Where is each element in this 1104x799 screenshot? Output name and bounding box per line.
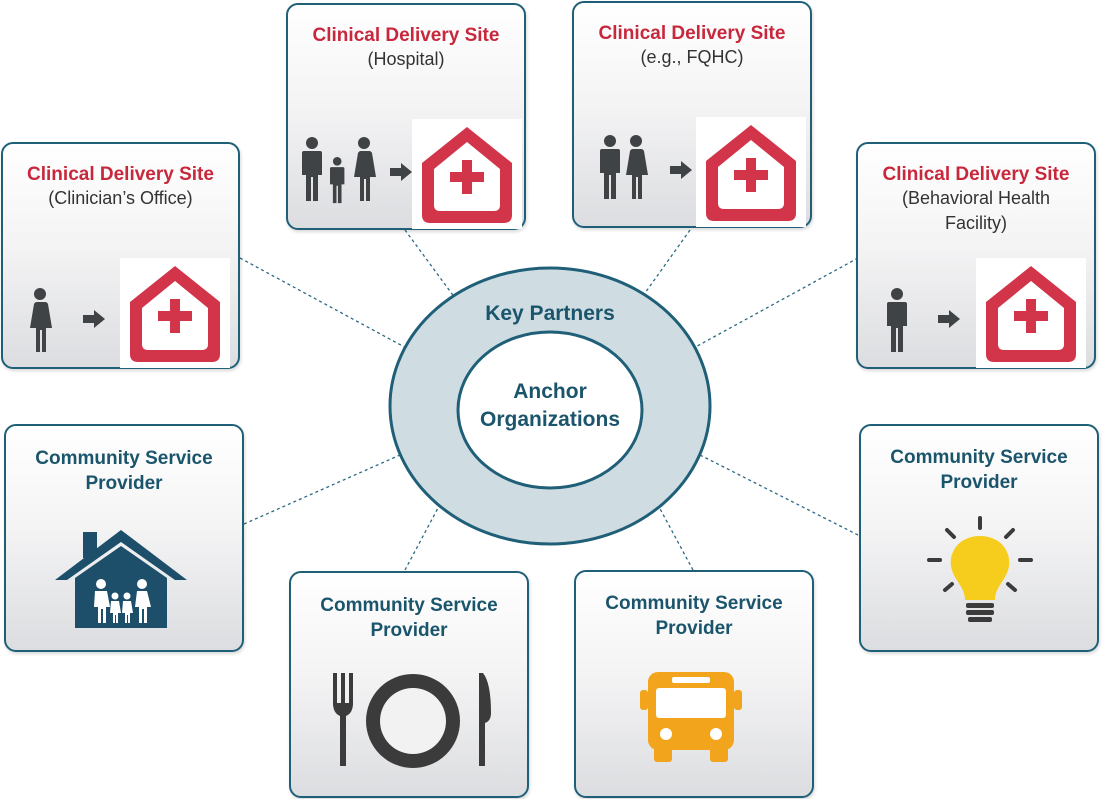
clinical-site-card-clinicians-office: Clinical Delivery Site (Clinician’s Offi… — [1, 142, 240, 369]
card-title-line1: Community Service — [890, 447, 1068, 468]
lightbulb-icon — [927, 516, 1033, 622]
anchor-label-line2: Organizations — [479, 408, 621, 431]
card-title: Clinical Delivery Site — [598, 23, 786, 44]
card-title-line2: Provider — [85, 473, 163, 494]
card-title-line2: Provider — [370, 620, 448, 641]
connector-line — [239, 257, 411, 351]
key-partners-ring — [388, 266, 712, 546]
connector-line — [657, 504, 694, 571]
card-subtitle: (Behavioral Health Facility) — [858, 186, 1094, 236]
community-provider-card-lightbulb: Community Service Provider — [859, 424, 1099, 652]
card-title: Community Service Provider — [291, 593, 527, 643]
person-arrow-hospital-icon — [30, 258, 230, 368]
anchor-organizations-label: Anchor Organizations — [460, 378, 640, 434]
card-title-line1: Community Service — [605, 593, 783, 614]
card-subtitle-line2: Facility) — [945, 213, 1007, 233]
person-arrow-hospital-icon — [887, 258, 1086, 368]
clinical-site-card-fqhc: Clinical Delivery Site (e.g., FQHC) — [572, 1, 812, 228]
connector-line — [639, 229, 691, 301]
family-arrow-hospital-icon — [302, 119, 522, 229]
community-provider-card-housing: Community Service Provider — [4, 424, 244, 652]
card-title: Community Service Provider — [576, 591, 812, 641]
card-title-line1: Community Service — [320, 595, 498, 616]
card-subtitle: (Clinician’s Office) — [48, 188, 193, 208]
card-title-line1: Community Service — [35, 448, 213, 469]
card-title-line2: Provider — [655, 618, 733, 639]
connector-line — [699, 454, 859, 536]
card-title: Community Service Provider — [861, 445, 1097, 495]
community-provider-card-transportation: Community Service Provider — [574, 570, 814, 798]
connector-line — [404, 229, 456, 299]
community-provider-card-food: Community Service Provider — [289, 571, 529, 798]
fork-plate-knife-icon — [333, 673, 491, 768]
card-title-line2: Provider — [940, 472, 1018, 493]
card-title: Clinical Delivery Site — [312, 25, 500, 46]
card-title: Clinical Delivery Site — [27, 164, 214, 185]
anchor-organizations-ellipse — [456, 330, 644, 490]
connector-line — [243, 454, 401, 525]
clinical-site-card-hospital: Clinical Delivery Site (Hospital) — [286, 3, 526, 230]
key-partners-label: Key Partners — [485, 302, 615, 325]
card-subtitle-line1: (Behavioral Health — [901, 188, 1051, 208]
bus-icon — [640, 672, 742, 762]
card-subtitle: (e.g., FQHC) — [640, 47, 744, 67]
connector-line — [689, 257, 859, 351]
card-subtitle: (Hospital) — [367, 49, 445, 69]
card-title: Clinical Delivery Site — [882, 164, 1070, 185]
anchor-label-line1: Anchor — [513, 380, 587, 403]
house-family-icon — [55, 530, 187, 628]
card-title: Community Service Provider — [6, 446, 242, 496]
clinical-site-card-behavioral-health: Clinical Delivery Site (Behavioral Healt… — [856, 142, 1096, 369]
couple-arrow-hospital-icon — [600, 117, 806, 227]
